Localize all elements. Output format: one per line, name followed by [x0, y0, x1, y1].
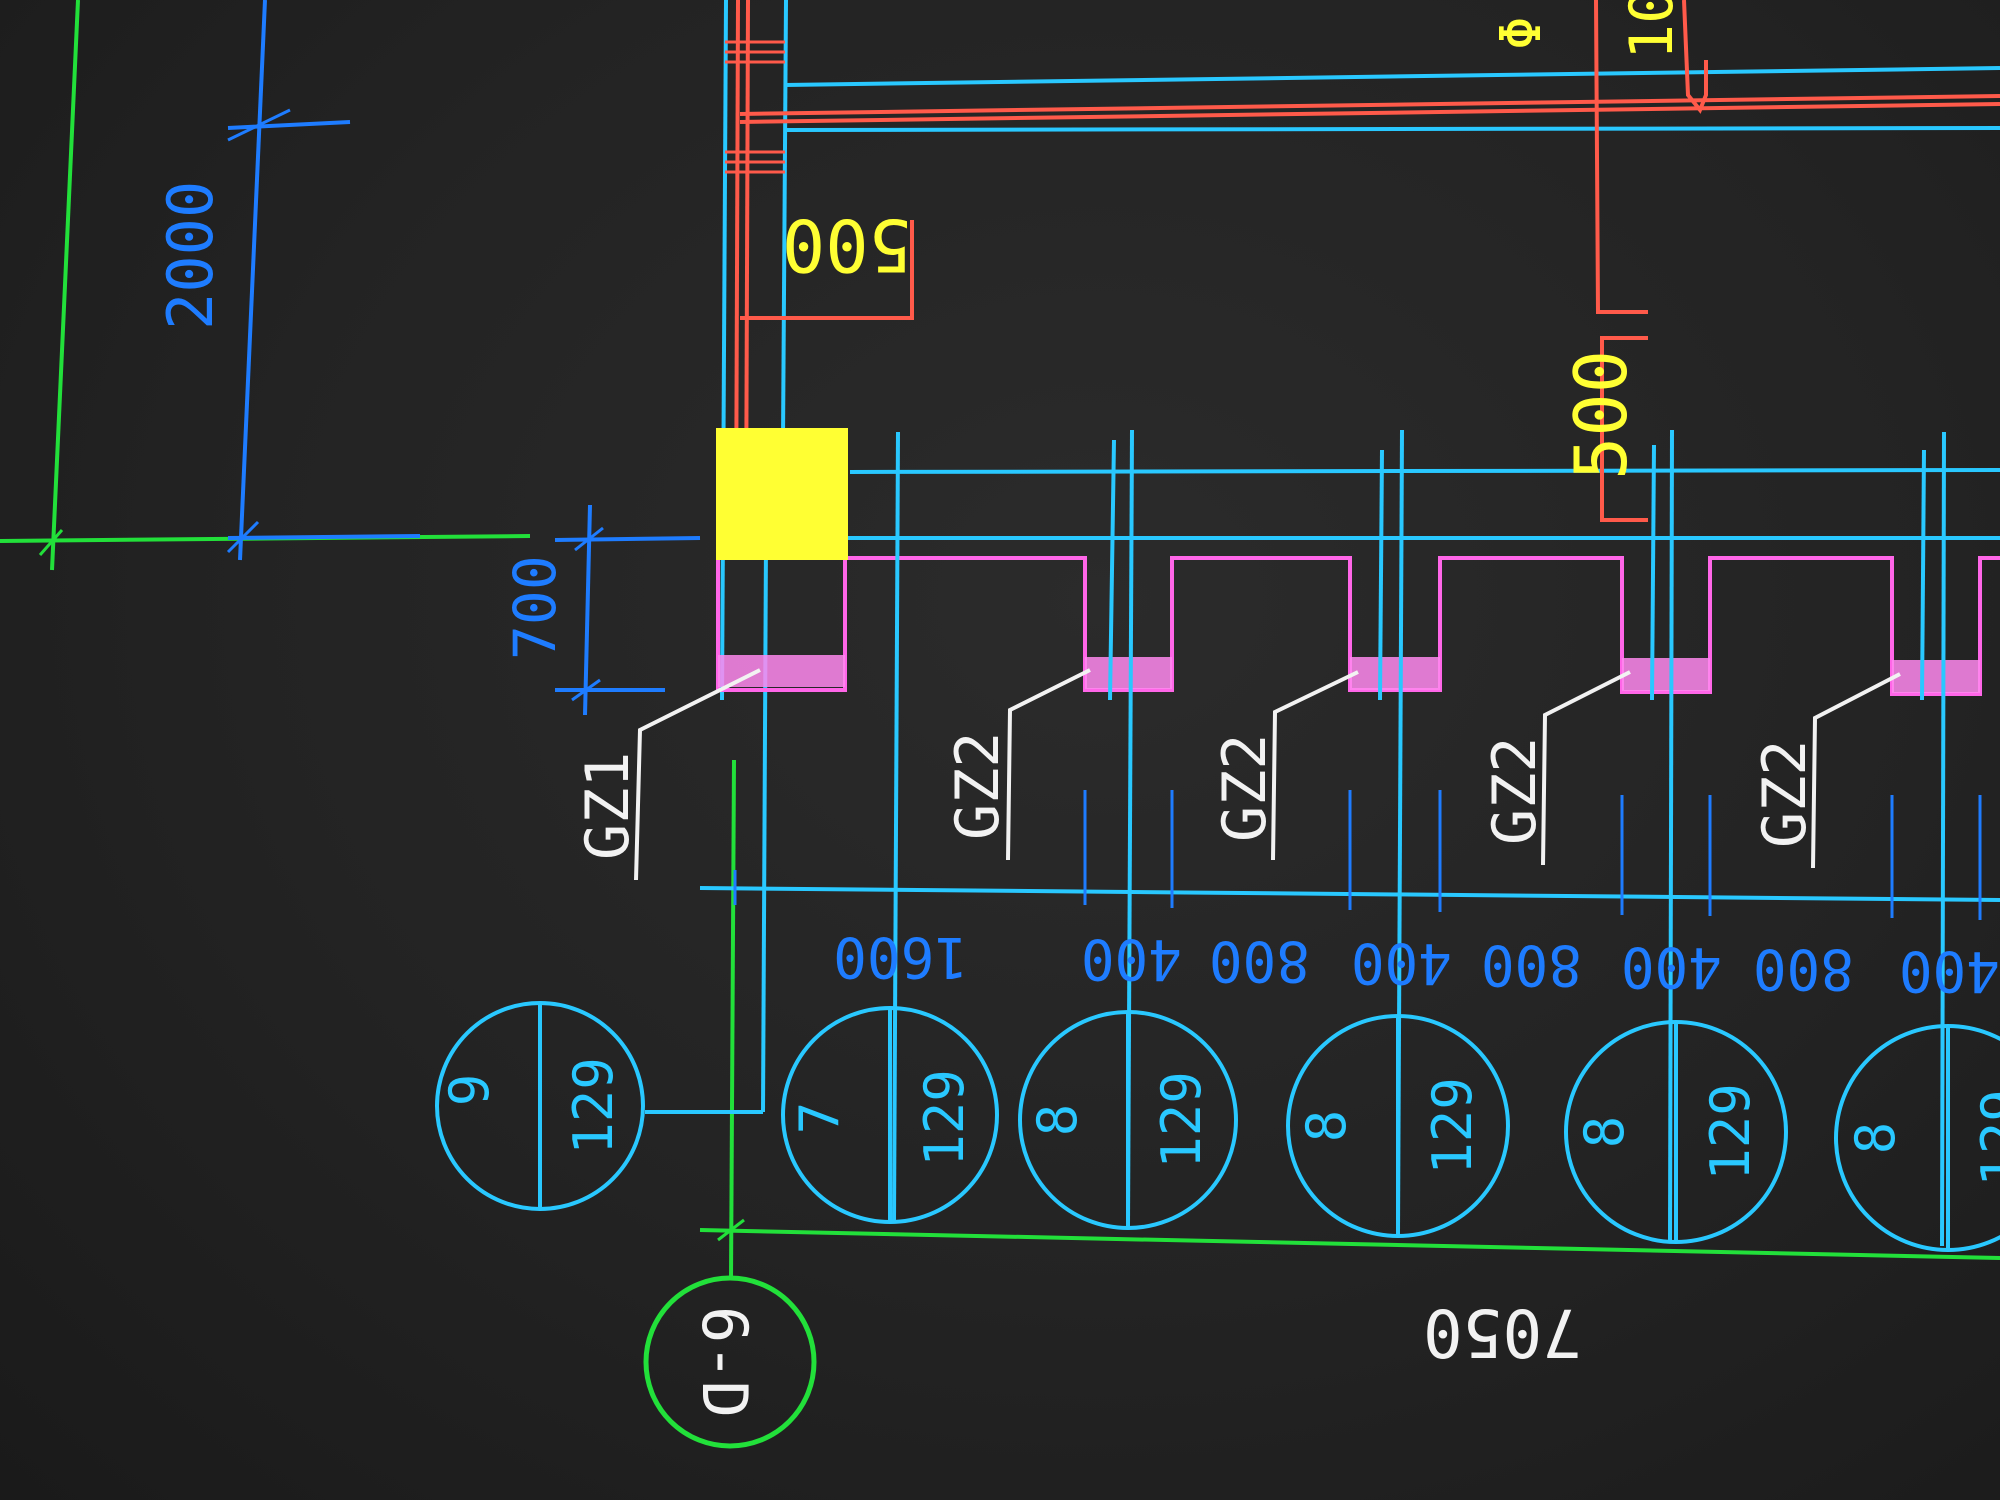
detail-bubble-bottom: 129 — [562, 1057, 625, 1155]
detail-bubble-top: 8 — [1295, 1110, 1358, 1143]
dim-row-value: 400 — [1899, 938, 2000, 1003]
detail-bubble[interactable]: 9 129 — [435, 1001, 645, 1211]
detail-bubble[interactable]: 7 129 — [781, 1006, 999, 1224]
dim-row-value: 400 — [1081, 926, 1182, 991]
detail-bubble-top: 8 — [1573, 1116, 1636, 1149]
dim-2000-ext — [227, 120, 351, 130]
column-label-gz2: GZ2 — [1750, 740, 1820, 848]
column-line-sub — [1920, 449, 1926, 701]
wall-outline — [716, 545, 2000, 696]
detail-bubble-bottom: 129 — [1421, 1077, 1484, 1175]
column-leaders — [634, 668, 1901, 881]
axis-line-left-vertical — [50, 0, 80, 571]
dim-row-value: 400 — [1621, 934, 1722, 999]
dim-label-top-partial: 10 — [1617, 0, 1687, 60]
detail-bubble-top: 7 — [788, 1102, 851, 1135]
detail-bubble-bottom: 129 — [1699, 1083, 1762, 1181]
axis-tick — [38, 529, 64, 556]
dim-tick — [226, 520, 260, 554]
rebar-top-hook — [1682, 0, 1708, 114]
leader-gz2 — [1811, 672, 1901, 869]
detail-bubble-bottom: 129 — [913, 1069, 976, 1167]
column-fill-gz2 — [1085, 657, 1172, 689]
dim-2000-ext — [227, 534, 421, 540]
leader-gz2 — [1006, 668, 1091, 861]
rebar-horizontal-top-2 — [739, 102, 2000, 124]
yellow-column-block[interactable] — [716, 428, 848, 560]
column-fill-gz2 — [1892, 660, 1980, 693]
column-fill-gz2 — [1350, 657, 1440, 690]
dim-label-500-right: 500 — [1559, 350, 1643, 480]
dim-label-2000: 2000 — [154, 181, 227, 330]
column-line-sub — [1650, 444, 1656, 701]
dim-tick — [574, 526, 604, 552]
dim-2000-line — [238, 0, 267, 561]
dim-row-value: 1600 — [833, 924, 968, 989]
dim-row-value: 800 — [1481, 932, 1582, 997]
dim-label-700: 700 — [501, 555, 569, 660]
dim-700-line — [583, 504, 592, 716]
column-label-gz2: GZ2 — [943, 732, 1013, 840]
column-label-gz1: GZ1 — [573, 752, 643, 860]
axis-bubble-label: 6-D — [688, 1306, 761, 1418]
axis-line-bottom — [699, 1228, 2000, 1260]
leader-gz2 — [1541, 670, 1631, 866]
detail-bubble-bottom: 129 — [1970, 1089, 2000, 1187]
main-beam-top — [849, 468, 2000, 474]
dim-tick — [227, 108, 291, 142]
dim-tick — [571, 678, 601, 702]
dimension-row: 1600 400 800 400 800 400 800 400 — [833, 924, 2000, 1003]
axis-lines — [0, 0, 2000, 1281]
axis-bubble-6d[interactable]: 6-D — [643, 1275, 817, 1449]
detail-bubble[interactable]: 8 129 — [1564, 1020, 1788, 1244]
column-line-sub — [1378, 449, 1384, 701]
column-line — [892, 431, 900, 1223]
dim-row-value: 800 — [1209, 928, 1310, 993]
column-fill-gz2 — [1622, 658, 1710, 691]
leader-gz1 — [634, 668, 761, 881]
detail-bubble-top: 9 — [438, 1074, 501, 1107]
column-line — [1940, 431, 1946, 1247]
leader-to-bubble-9-v — [761, 539, 768, 1113]
top-beam-line-1 — [784, 66, 2000, 87]
detail-bubble-bottom: 129 — [1150, 1071, 1213, 1169]
rebar-symbol: Φ — [1489, 16, 1554, 50]
dim-label-500-top: 500 — [782, 203, 912, 287]
column-line-sub — [1108, 439, 1116, 701]
detail-bubble[interactable]: 8 129 — [1018, 1010, 1238, 1230]
detail-bubble-top: 8 — [1844, 1122, 1907, 1155]
top-beam-line-2 — [784, 126, 2000, 132]
axis-line-vertical-6d — [729, 759, 736, 1281]
dim-row-ticks — [733, 790, 1982, 920]
detail-bubble[interactable]: 8 129 — [1286, 1014, 1510, 1238]
detail-bubble-top: 8 — [1026, 1104, 1089, 1137]
axis-tick — [717, 1218, 745, 1242]
dimension-lines-left — [226, 0, 701, 716]
rebar-horizontal-top — [739, 94, 2000, 116]
dim-700-ext — [554, 536, 701, 542]
column-label-gz2: GZ2 — [1480, 737, 1550, 845]
rebar-lines — [725, 0, 2000, 541]
wall-line-left-outer — [720, 0, 728, 701]
rebar-vertical-right — [1594, 0, 1648, 314]
rebar-hook-500 — [740, 220, 914, 320]
column-label-gz2: GZ2 — [1210, 734, 1280, 842]
rebar-bracket-500 — [1600, 336, 1648, 522]
leader-gz2 — [1271, 670, 1359, 861]
wall-line-left-inner — [781, 0, 788, 441]
column-line — [1668, 429, 1674, 1241]
dim-row-value: 800 — [1753, 936, 1854, 1001]
axis-bubble-circle — [643, 1275, 817, 1449]
dim-label-7050: 7050 — [1423, 1294, 1582, 1371]
dim-row-value: 400 — [1351, 930, 1452, 995]
detail-bubble[interactable]: 8 129 — [1834, 1024, 2000, 1252]
